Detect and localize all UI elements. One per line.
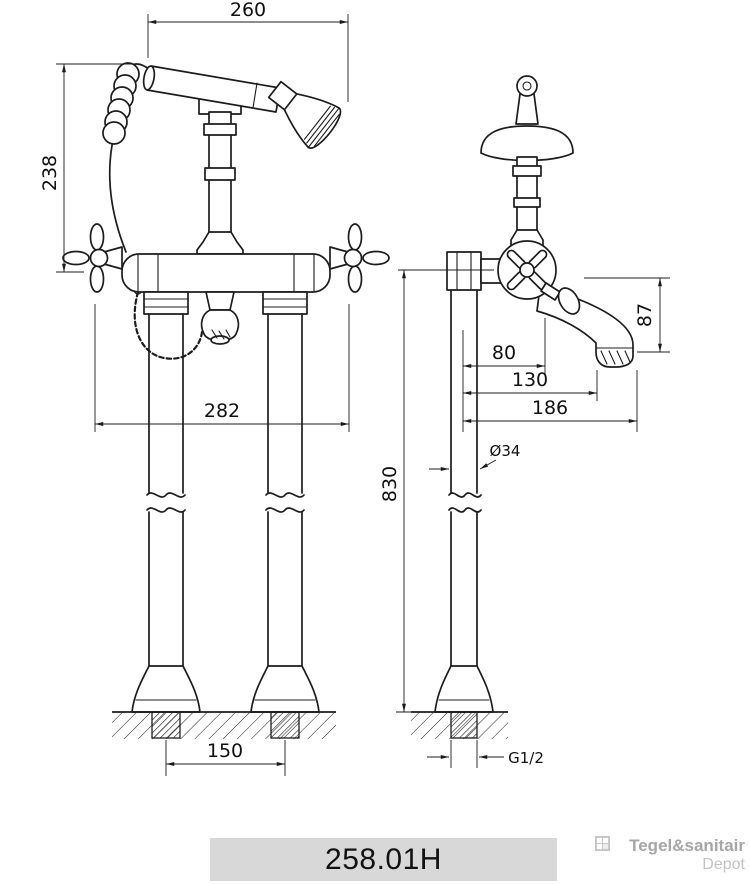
floor-front xyxy=(112,711,336,739)
dim-label-150: 150 xyxy=(207,740,243,762)
dim-label-186: 186 xyxy=(532,397,568,419)
dim-label-830: 830 xyxy=(379,466,401,502)
side-view-faucet xyxy=(411,75,634,739)
brand-logo: Tegel&sanitair Depot xyxy=(595,836,745,873)
escutcheon-plate xyxy=(480,125,574,162)
tiles-icon xyxy=(595,836,695,873)
dim-spout-reach: 80 130 186 xyxy=(462,318,638,432)
product-code: 258.01H xyxy=(325,842,442,876)
left-leg xyxy=(131,291,201,713)
cross-handle-left xyxy=(62,223,123,293)
right-leg xyxy=(250,291,320,713)
dim-pipe-diameter: Ø34 xyxy=(429,442,521,471)
dim-label-g12: G1/2 xyxy=(508,749,544,767)
left-tailpiece xyxy=(151,711,181,739)
dim-thread: G1/2 xyxy=(427,740,544,768)
dim-label-238: 238 xyxy=(39,155,61,191)
shower-head xyxy=(267,80,342,149)
dim-top-width: 260 xyxy=(147,0,349,102)
dim-label-80: 80 xyxy=(492,342,516,364)
spout-front xyxy=(200,291,240,345)
mixer-body xyxy=(121,253,331,293)
spout-side xyxy=(536,286,634,368)
hand-shower xyxy=(142,65,342,149)
diverter-knob xyxy=(540,282,581,315)
dim-label-87: 87 xyxy=(634,303,656,327)
front-view-faucet xyxy=(62,62,390,739)
right-tailpiece xyxy=(270,711,300,739)
brand-sub: Depot xyxy=(702,856,745,873)
cross-handle-right xyxy=(329,223,390,293)
dim-label-130: 130 xyxy=(512,369,548,391)
dim-body-width: 282 xyxy=(94,304,350,432)
cradle-side xyxy=(515,75,539,125)
pipe-union xyxy=(446,251,502,291)
dim-pipe-spacing: 150 xyxy=(165,740,286,776)
dimensions: 260 238 282 150 87 80 xyxy=(39,0,670,776)
dim-label-282: 282 xyxy=(204,400,240,422)
riser-column xyxy=(196,111,244,255)
dim-mount-height: 830 xyxy=(379,269,494,713)
hose-coil xyxy=(102,62,153,145)
dim-label-260: 260 xyxy=(230,0,266,21)
product-code-box: 258.01H xyxy=(210,838,557,881)
dim-spout-height: 87 xyxy=(584,277,670,353)
water-drop-icon xyxy=(595,836,677,873)
floor-side xyxy=(411,711,508,739)
pipe-side xyxy=(434,289,494,713)
column-side xyxy=(510,156,544,247)
dim-shower-height: 238 xyxy=(39,63,141,273)
side-tailpiece xyxy=(450,711,478,739)
shower-hose xyxy=(108,139,127,253)
dim-label-d34: Ø34 xyxy=(490,442,521,460)
brand-name: Tegel&sanitair xyxy=(629,836,745,855)
